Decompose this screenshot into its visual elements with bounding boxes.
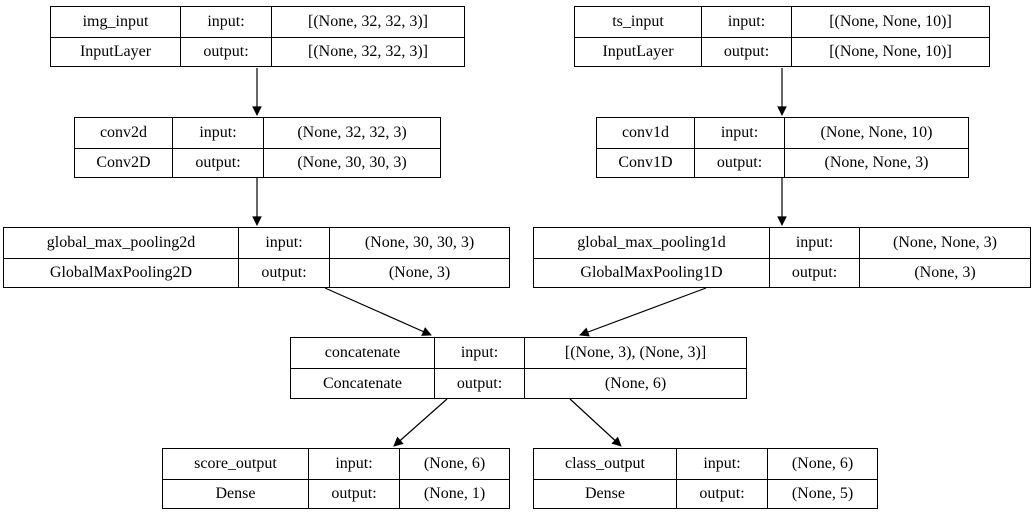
output-label: output: [694, 147, 784, 177]
input-shape: (None, None, 3) [859, 228, 1030, 258]
layer-node-global_max_pooling2d: global_max_pooling2d input: (None, 30, 3… [3, 227, 510, 288]
layer-name: conv2d [99, 123, 148, 141]
layer-class: Conv1D [597, 147, 694, 178]
layer-node-score_output: score_output input: (None, 6) Dense outp… [162, 448, 510, 509]
output-shape: [(None, 32, 32, 3)] [271, 36, 464, 66]
layer-name: class_output [565, 454, 645, 472]
layer-node-class_output: class_output input: (None, 6) Dense outp… [533, 448, 878, 509]
output-label: output: [434, 368, 524, 398]
input-shape: [(None, None, 10)] [791, 7, 989, 37]
input-label: input: [701, 7, 791, 37]
layer-name: concatenate [324, 344, 401, 361]
output-label: output: [308, 478, 399, 508]
layer-node-global_max_pooling1d: global_max_pooling1d input: (None, None,… [533, 227, 1031, 288]
layer-class: InputLayer [51, 36, 180, 67]
output-label: output: [180, 36, 271, 66]
output-label: output: [676, 478, 767, 508]
input-label: input: [308, 449, 399, 479]
layer-class: Concatenate [291, 368, 434, 398]
output-shape: (None, None, 3) [784, 147, 968, 177]
layer-name: conv1d [621, 123, 670, 141]
output-shape: (None, 3) [859, 257, 1030, 287]
input-label: input: [172, 118, 263, 148]
input-shape: (None, 30, 30, 3) [329, 228, 509, 258]
layer-node-conv2d: conv2d input: (None, 32, 32, 3) Conv2D o… [74, 117, 441, 178]
layer-name: img_input [82, 12, 149, 30]
layer-name: score_output [194, 454, 277, 472]
output-label: output: [172, 147, 263, 177]
input-label: input: [694, 118, 784, 148]
input-shape: (None, 32, 32, 3) [263, 118, 440, 148]
edge-concatenate-to-class_output [569, 398, 622, 447]
output-shape: (None, 30, 30, 3) [263, 147, 440, 177]
input-shape: [(None, 3), (None, 3)] [524, 338, 746, 368]
input-label: input: [676, 449, 767, 479]
output-shape: (None, 5) [767, 478, 877, 508]
input-label: input: [238, 228, 329, 258]
output-shape: (None, 6) [524, 368, 746, 398]
output-label: output: [701, 36, 791, 66]
layer-node-concatenate: concatenate input: [(None, 3), (None, 3)… [290, 337, 747, 399]
layer-class: Dense [163, 478, 308, 509]
output-label: output: [238, 257, 329, 287]
output-label: output: [769, 257, 859, 287]
layer-class: Conv2D [75, 147, 172, 178]
output-shape: (None, 3) [329, 257, 509, 287]
input-shape: [(None, 32, 32, 3)] [271, 7, 464, 37]
layer-class: GlobalMaxPooling1D [534, 257, 769, 288]
edge-global_max_pooling1d-to-concatenate [579, 287, 707, 337]
layer-node-conv1d: conv1d input: (None, None, 10) Conv1D ou… [596, 117, 969, 178]
layer-class: Dense [534, 478, 676, 509]
layer-node-img_input: img_input input: [(None, 32, 32, 3)] Inp… [50, 6, 465, 67]
layer-class: InputLayer [575, 36, 701, 67]
input-shape: (None, 6) [399, 449, 509, 479]
input-label: input: [769, 228, 859, 258]
layer-name: ts_input [612, 12, 664, 30]
edge-global_max_pooling2d-to-concatenate [324, 287, 432, 336]
layer-class: GlobalMaxPooling2D [4, 257, 238, 288]
edge-concatenate-to-score_output [393, 398, 448, 447]
input-shape: (None, 6) [767, 449, 877, 479]
layer-name: global_max_pooling2d [46, 233, 196, 251]
output-shape: [(None, None, 10)] [791, 36, 989, 66]
input-label: input: [434, 338, 524, 368]
layer-name: global_max_pooling1d [577, 233, 726, 251]
input-shape: (None, None, 10) [784, 118, 968, 148]
input-label: input: [180, 7, 271, 37]
layer-node-ts_input: ts_input input: [(None, None, 10)] Input… [574, 6, 990, 67]
output-shape: (None, 1) [399, 478, 509, 508]
